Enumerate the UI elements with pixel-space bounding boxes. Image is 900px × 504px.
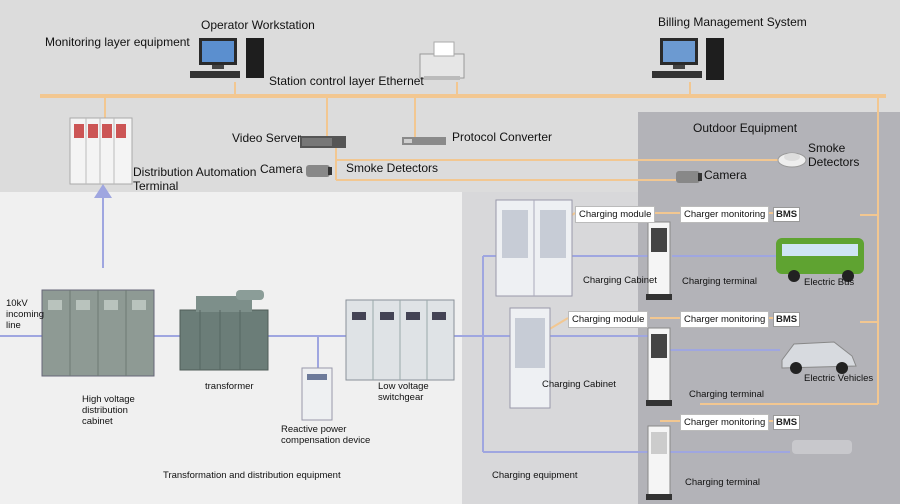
billing-workstation-icon — [652, 38, 724, 80]
charging-module-1-tag: Charging module — [575, 206, 656, 223]
camera-right-icon — [676, 171, 702, 183]
protocol-converter-icon — [402, 137, 446, 145]
charging-cabinet-2-label: Charging Cabinet — [542, 379, 616, 390]
charging-module-2-tag: Charging module — [568, 311, 649, 328]
hv-cabinet-label: High voltage distribution cabinet — [82, 394, 135, 427]
charging-terminal-1-icon — [646, 221, 672, 300]
reactive-device-label: Reactive power compensation device — [281, 424, 371, 446]
electric-vehicles-label: Electric Vehicles — [804, 373, 874, 384]
station-ethernet-label: Station control layer Ethernet — [269, 74, 424, 88]
vehicle-3-icon — [792, 440, 852, 454]
charging-terminal-1-label: Charging terminal — [682, 276, 757, 287]
charging-cabinet-1-icon — [495, 199, 573, 297]
outdoor-equipment-label: Outdoor Equipment — [693, 121, 798, 135]
incoming-line-label: 10kV incoming line — [6, 298, 45, 331]
charging-terminal-3-label: Charging terminal — [685, 477, 760, 488]
transformer-icon — [179, 290, 269, 371]
electric-bus-label: Electric Bus — [804, 277, 855, 288]
bms-3-tag: BMS — [773, 415, 801, 430]
billing-system-label: Billing Management System — [658, 15, 807, 29]
charging-cabinet-1-label: Charging Cabinet — [583, 275, 657, 286]
electric-car-icon — [781, 341, 857, 374]
transformer-label: transformer — [205, 381, 254, 392]
monitoring-layer-label: Monitoring layer equipment — [45, 35, 190, 49]
printer-icon — [419, 41, 465, 80]
video-server-label: Video Server — [232, 131, 302, 145]
distribution-terminal-icon — [69, 117, 133, 185]
arrow-up-icon — [94, 184, 112, 198]
smoke-detectors-right-label: Smoke Detectors — [808, 141, 860, 169]
operator-workstation-label: Operator Workstation — [201, 18, 315, 32]
charger-monitoring-3-tag: Charger monitoring — [680, 414, 770, 431]
bms-2-tag: BMS — [773, 312, 801, 327]
smoke-detectors-left-label: Smoke Detectors — [346, 161, 439, 175]
video-server-icon — [300, 136, 346, 148]
camera-left-icon — [306, 165, 332, 177]
camera-right-label: Camera — [704, 168, 747, 182]
charger-monitoring-1-tag: Charger monitoring — [680, 206, 770, 223]
bms-1-tag: BMS — [773, 207, 801, 222]
camera-left-label: Camera — [260, 162, 303, 176]
reactive-device-icon — [301, 367, 333, 421]
protocol-converter-label: Protocol Converter — [452, 130, 553, 144]
lv-switchgear-label: Low voltage switchgear — [378, 381, 429, 403]
charging-terminal-2-icon — [646, 327, 672, 406]
charging-cabinet-2-icon — [509, 307, 551, 409]
transformation-section-label: Transformation and distribution equipmen… — [163, 470, 341, 481]
charging-section-label: Charging equipment — [492, 470, 578, 481]
hv-cabinet-icon — [41, 289, 155, 377]
electric-bus-icon — [776, 238, 864, 282]
charging-terminal-3-icon — [646, 425, 672, 500]
smoke-detector-icon — [777, 152, 807, 168]
workstation-icon — [190, 38, 264, 78]
distribution-terminal-label: Distribution Automation Terminal — [133, 165, 257, 193]
charger-monitoring-2-tag: Charger monitoring — [680, 311, 770, 328]
lv-switchgear-icon — [345, 299, 455, 381]
charging-terminal-2-label: Charging terminal — [689, 389, 764, 400]
